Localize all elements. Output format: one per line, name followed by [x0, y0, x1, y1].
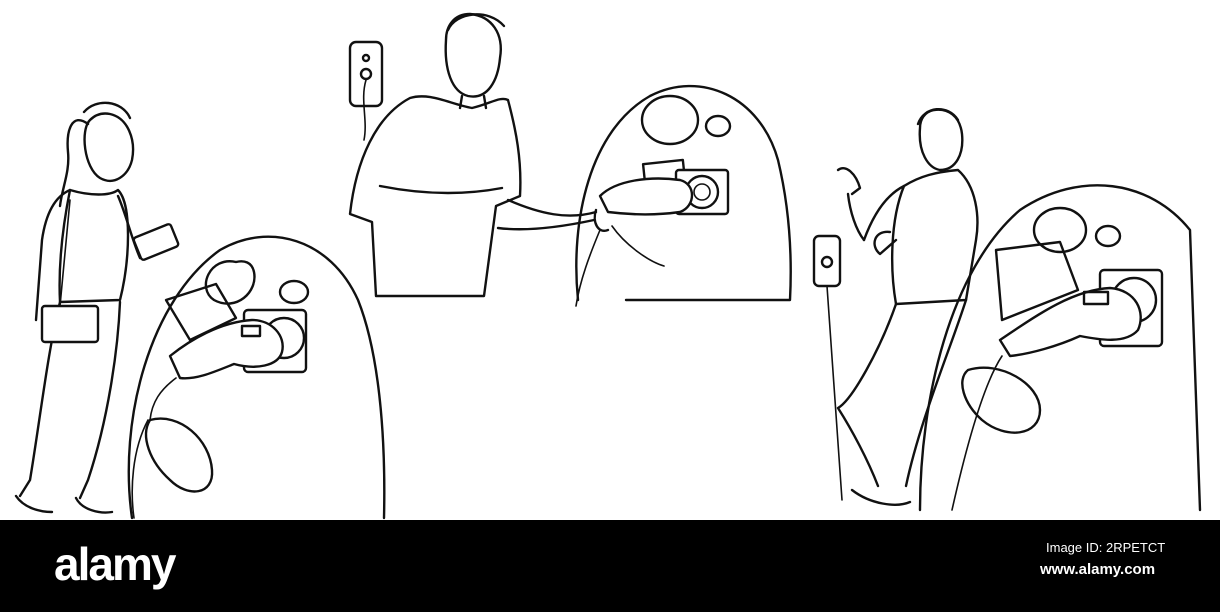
image-id-label: Image ID: 2RPETCT — [1046, 540, 1166, 555]
alamy-logo: alamy — [54, 538, 176, 590]
scene-man-plugging — [348, 12, 792, 307]
man-shirt — [891, 168, 979, 306]
scene-woman-charging — [14, 101, 386, 520]
woman-head — [83, 112, 135, 183]
charging-connector-icon — [598, 177, 694, 216]
site-url-label: www.alamy.com — [1040, 561, 1156, 578]
scene-man-thumbs-up — [812, 108, 1202, 512]
car-icon — [127, 235, 386, 520]
car-icon — [575, 84, 792, 302]
woman-torso — [58, 188, 130, 304]
man-tshirt — [348, 95, 522, 298]
charging-connector-icon — [168, 318, 284, 380]
line-art-canvas — [14, 12, 1202, 520]
man-head — [444, 12, 502, 98]
wall-socket-icon — [348, 40, 384, 108]
car-icon — [918, 184, 1202, 512]
ev-charging-illustration — [14, 12, 1202, 520]
watermark-banner: alamy Image ID: 2RPETCT www.alamy.com — [0, 520, 1220, 612]
wall-socket-icon — [812, 234, 842, 288]
smartphone-icon — [132, 223, 180, 261]
